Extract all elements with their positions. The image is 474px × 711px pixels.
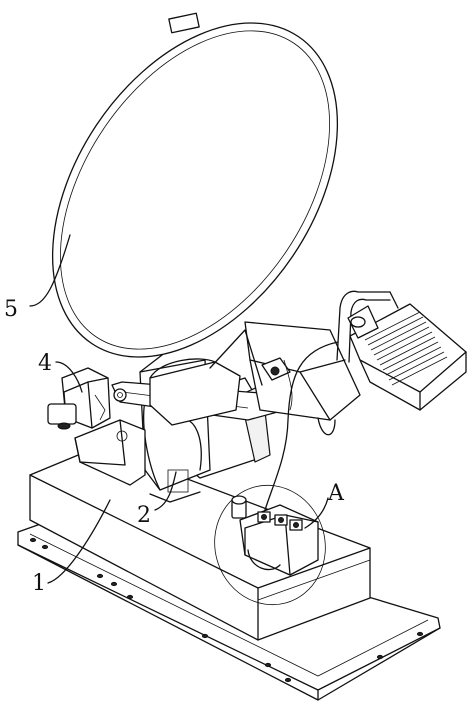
feed-horn [336, 290, 467, 411]
mounting-holes [29, 537, 424, 683]
cable [261, 341, 339, 521]
side-mount [47, 367, 111, 430]
label-base-box: 1 [32, 571, 46, 596]
label-support-bracket: 2 [137, 503, 151, 528]
detail-a-unit [214, 484, 326, 606]
label-detail-a: A [327, 481, 345, 506]
left-side-box [74, 419, 146, 486]
callout-labels: 5 4 2 1 A [4, 297, 345, 596]
reflector-dish [51, 12, 339, 386]
horn-fins [364, 311, 448, 386]
feed-support [244, 321, 361, 436]
label-reflector: 5 [4, 297, 18, 322]
label-side-mount: 4 [38, 351, 52, 376]
base-box [29, 445, 371, 641]
leader-lines [29, 234, 329, 584]
